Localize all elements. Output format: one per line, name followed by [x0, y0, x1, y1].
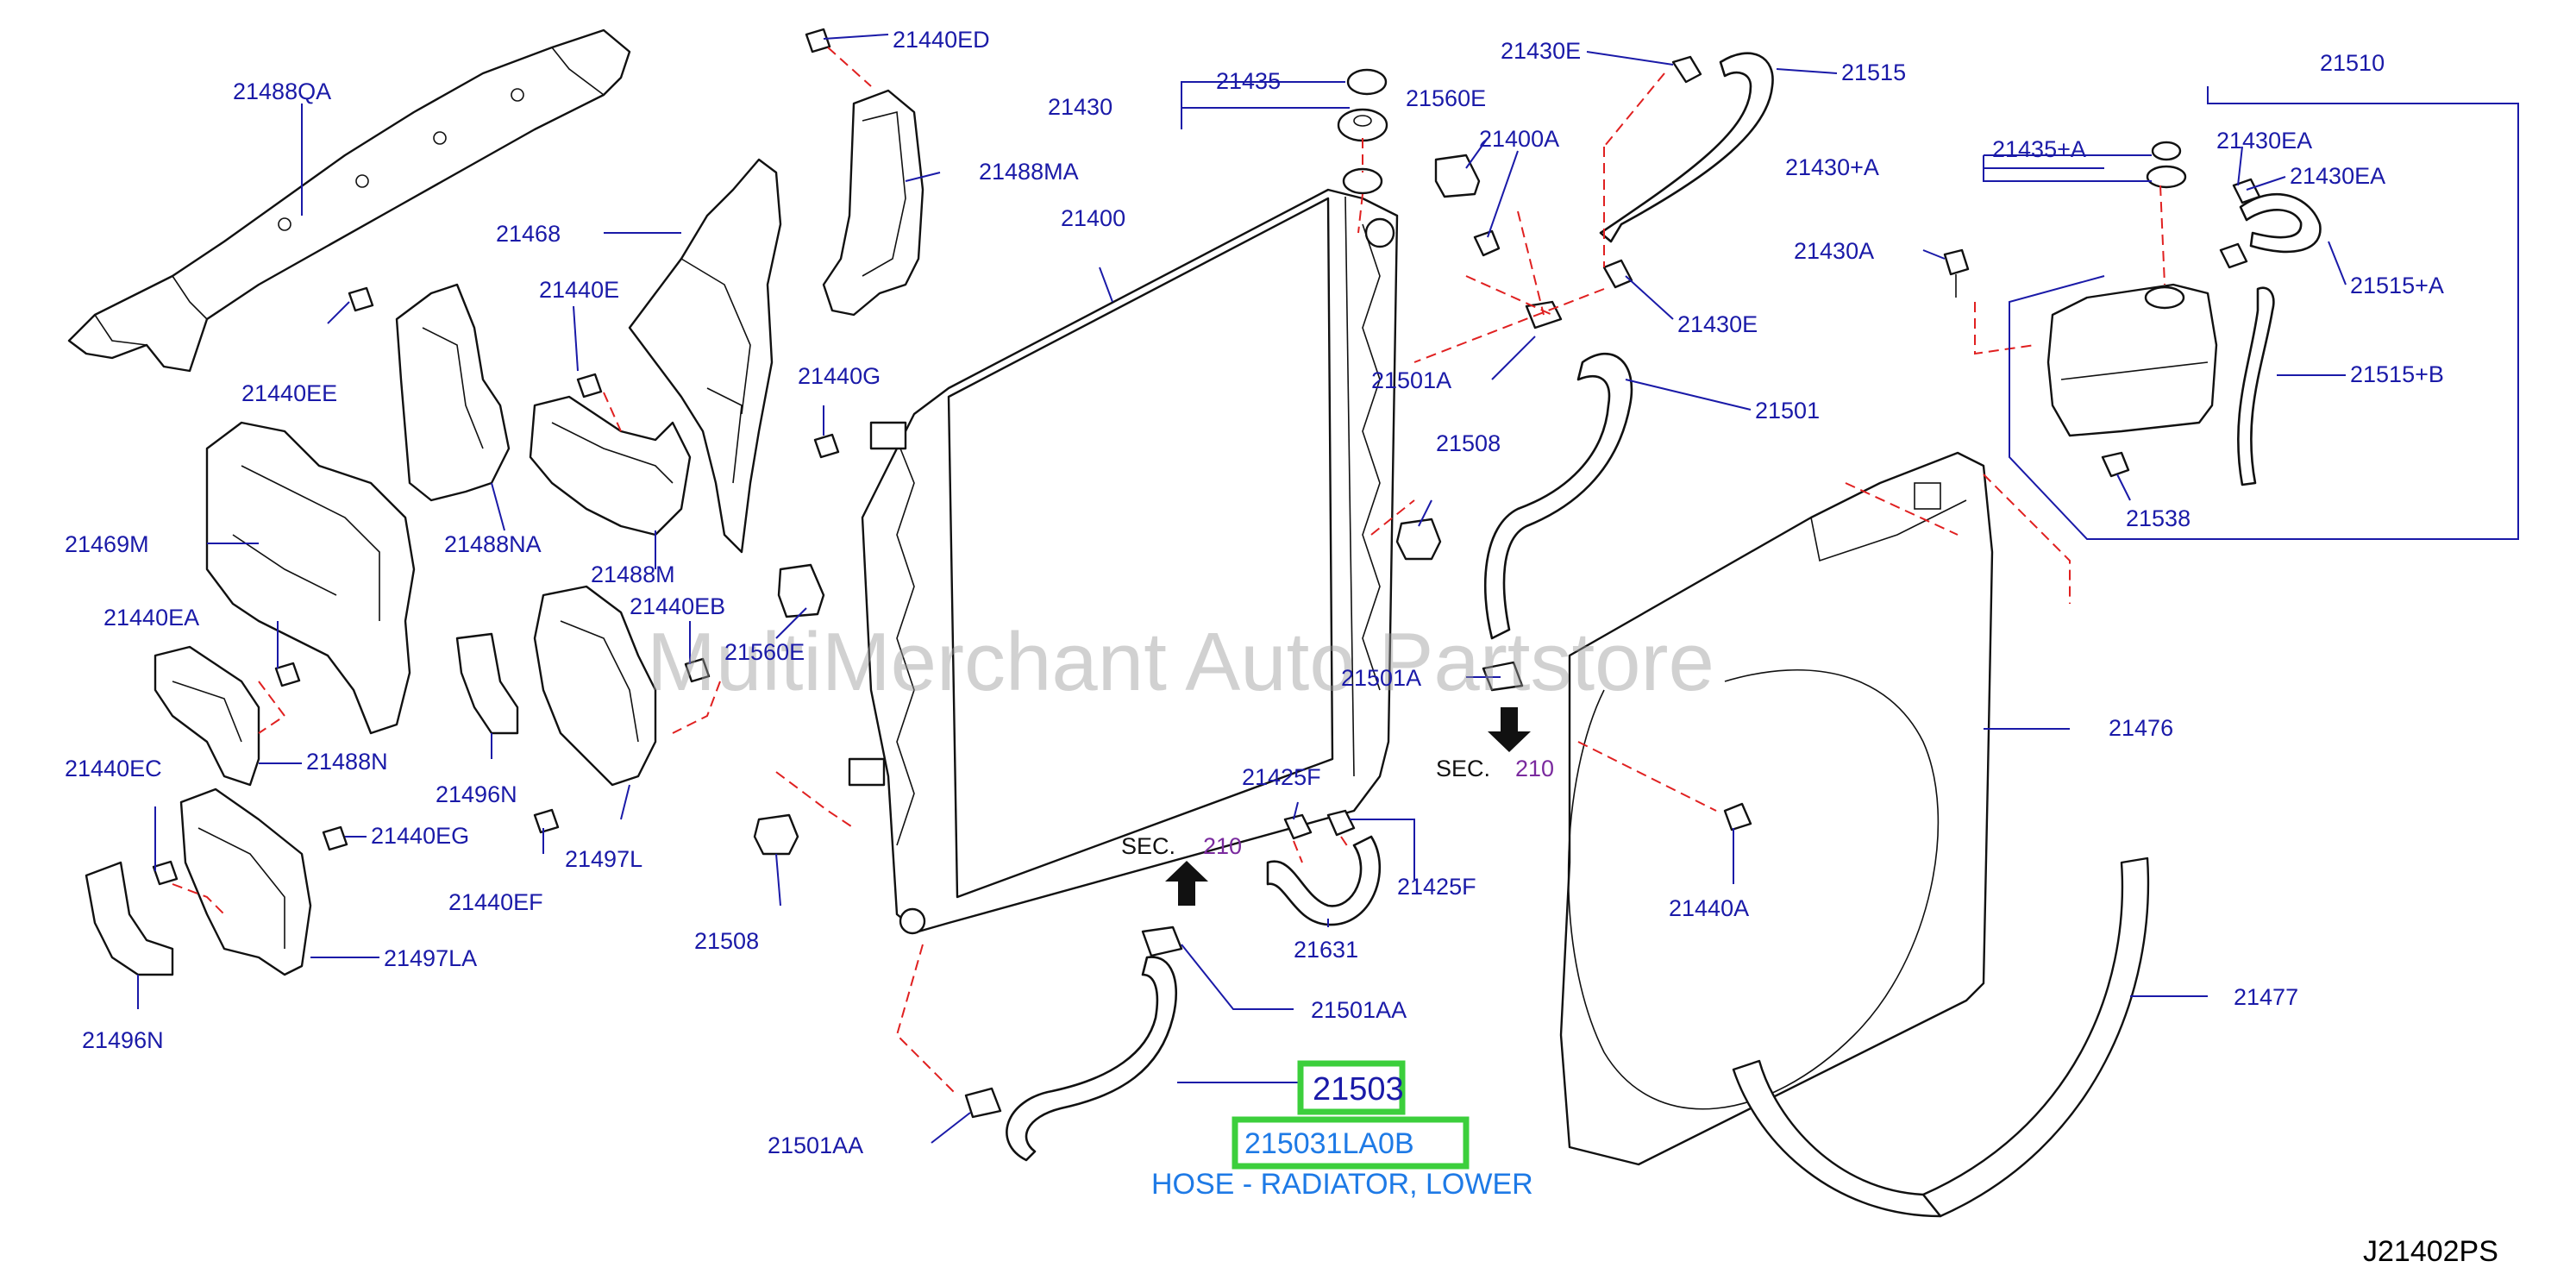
highlight-oem-number[interactable]: 215031LA0B — [1244, 1127, 1414, 1160]
part-21560E-top-illustration — [1434, 154, 1481, 198]
label-21430EA-1[interactable]: 21430EA — [2216, 128, 2312, 154]
label-21440EC[interactable]: 21440EC — [65, 756, 162, 781]
label-21440EB[interactable]: 21440EB — [630, 593, 725, 619]
label-21496N-mid[interactable]: 21496N — [436, 781, 517, 807]
diagram-code: J21402PS — [2363, 1235, 2498, 1268]
assembly-dashed-lines — [172, 47, 2165, 1096]
label-21430[interactable]: 21430 — [1048, 94, 1113, 120]
label-21430A[interactable]: 21430A — [1794, 238, 1874, 264]
label-21425F-bot[interactable]: 21425F — [1397, 874, 1476, 900]
sec-arrow-down — [1488, 707, 1531, 752]
label-21425F-top[interactable]: 21425F — [1242, 764, 1321, 790]
highlight-description: HOSE - RADIATOR, LOWER — [1151, 1168, 1533, 1201]
label-21488M[interactable]: 21488M — [591, 562, 675, 587]
part-21435pA-cap-illustration — [2146, 141, 2187, 189]
label-21440E[interactable]: 21440E — [539, 277, 619, 303]
label-21430pA[interactable]: 21430+A — [1785, 154, 1879, 180]
watermark: MultiMerchant Auto Partstore — [647, 616, 1714, 708]
part-21488NA-illustration — [395, 283, 511, 502]
label-21508-top[interactable]: 21508 — [1436, 430, 1501, 456]
sec-ref-label-2: SEC. — [1121, 833, 1175, 859]
highlight-box-oem-number — [1232, 1116, 1470, 1170]
leader-lines — [137, 34, 2519, 1144]
part-21515pB-hose-illustration — [2237, 286, 2275, 486]
label-21435[interactable]: 21435 — [1216, 68, 1281, 94]
highlight-part-number[interactable]: 21503 — [1313, 1071, 1404, 1107]
label-21469M[interactable]: 21469M — [65, 531, 149, 557]
part-21538-clip-illustration — [2101, 451, 2130, 478]
part-21430A-bolt-illustration — [1943, 248, 1970, 298]
part-21496N-mid-illustration — [455, 632, 519, 735]
label-21515[interactable]: 21515 — [1841, 60, 1906, 85]
label-21477[interactable]: 21477 — [2234, 984, 2298, 1010]
part-21488QA-illustration — [67, 28, 631, 373]
label-21497LA[interactable]: 21497LA — [384, 945, 477, 971]
part-21497LA-illustration — [179, 787, 312, 976]
label-21440A[interactable]: 21440A — [1669, 895, 1749, 921]
label-21440ED[interactable]: 21440ED — [893, 27, 990, 53]
label-21496N-bot[interactable]: 21496N — [82, 1027, 164, 1053]
part-21510-reservoir-illustration — [2046, 283, 2218, 437]
part-21440A-bolt-illustration — [1723, 802, 1752, 831]
label-21515pA[interactable]: 21515+A — [2350, 273, 2444, 298]
part-21430-cap-illustration — [1337, 108, 1388, 195]
part-21508-bot-illustration — [753, 813, 799, 856]
label-21508-bot[interactable]: 21508 — [694, 928, 759, 954]
label-21435pA[interactable]: 21435+A — [1992, 136, 2086, 162]
label-21440G[interactable]: 21440G — [798, 363, 881, 389]
part-21503-lower-hose-illustration — [964, 925, 1183, 1162]
label-21488NA[interactable]: 21488NA — [444, 531, 542, 557]
part-21497L-illustration — [533, 585, 657, 787]
part-21515-hose-illustration — [1599, 52, 1774, 289]
part-21435-gasket-illustration — [1346, 68, 1388, 96]
part-21631-hose-illustration — [1266, 809, 1381, 926]
label-21468[interactable]: 21468 — [496, 221, 561, 247]
part-21400-radiator-illustration — [848, 188, 1399, 935]
label-21488N[interactable]: 21488N — [306, 749, 388, 775]
label-21515pB[interactable]: 21515+B — [2350, 361, 2444, 387]
label-21631[interactable]: 21631 — [1294, 937, 1358, 963]
label-21440EE[interactable]: 21440EE — [241, 380, 337, 406]
sec-ref-label-1: SEC. — [1436, 756, 1490, 781]
label-21430E-top[interactable]: 21430E — [1501, 38, 1581, 64]
label-21488MA[interactable]: 21488MA — [979, 159, 1079, 185]
part-21488M-illustration — [529, 395, 692, 536]
label-21488QA[interactable]: 21488QA — [233, 78, 331, 104]
label-21501[interactable]: 21501 — [1755, 398, 1820, 424]
highlight-box-part-number — [1297, 1060, 1406, 1115]
fasteners — [152, 28, 840, 886]
label-21476[interactable]: 21476 — [2109, 715, 2173, 741]
label-21400A[interactable]: 21400A — [1479, 126, 1559, 152]
part-21469M-illustration — [205, 421, 416, 735]
label-21440EA[interactable]: 21440EA — [103, 605, 199, 631]
label-21400[interactable]: 21400 — [1061, 205, 1125, 231]
label-21510[interactable]: 21510 — [2320, 50, 2385, 76]
label-21430E-mid[interactable]: 21430E — [1677, 311, 1758, 337]
part-21468-illustration — [628, 158, 782, 554]
label-21501AA-bot[interactable]: 21501AA — [768, 1133, 863, 1158]
part-21560E-mid-illustration — [777, 563, 825, 618]
part-21508-top-illustration — [1395, 518, 1442, 561]
sec-ref-number-2[interactable]: 210 — [1203, 833, 1242, 859]
label-21501A-top[interactable]: 21501A — [1371, 367, 1451, 393]
part-21496N-bot-illustration — [85, 861, 174, 976]
part-21515pA-hose-illustration — [2219, 178, 2322, 269]
label-21440EF[interactable]: 21440EF — [448, 889, 543, 915]
part-21400A-bolt-illustration — [1473, 229, 1501, 257]
label-21501A-mid[interactable]: 21501A — [1341, 665, 1421, 691]
label-21430EA-2[interactable]: 21430EA — [2290, 163, 2385, 189]
label-21560E-top[interactable]: 21560E — [1406, 85, 1486, 111]
label-21501AA-mid[interactable]: 21501AA — [1311, 997, 1407, 1023]
part-21477-ring-illustration — [1732, 856, 2150, 1218]
sec-ref-number-1[interactable]: 210 — [1515, 756, 1554, 781]
part-21488N-illustration — [154, 645, 260, 787]
label-21497L[interactable]: 21497L — [565, 846, 642, 872]
sec-arrow-up — [1165, 861, 1208, 906]
part-21476-shroud-illustration — [1559, 451, 1994, 1166]
label-21538[interactable]: 21538 — [2126, 505, 2191, 531]
label-21440EG[interactable]: 21440EG — [371, 823, 469, 849]
label-21560E-mid[interactable]: 21560E — [724, 639, 805, 665]
part-21488MA-illustration — [822, 89, 924, 317]
